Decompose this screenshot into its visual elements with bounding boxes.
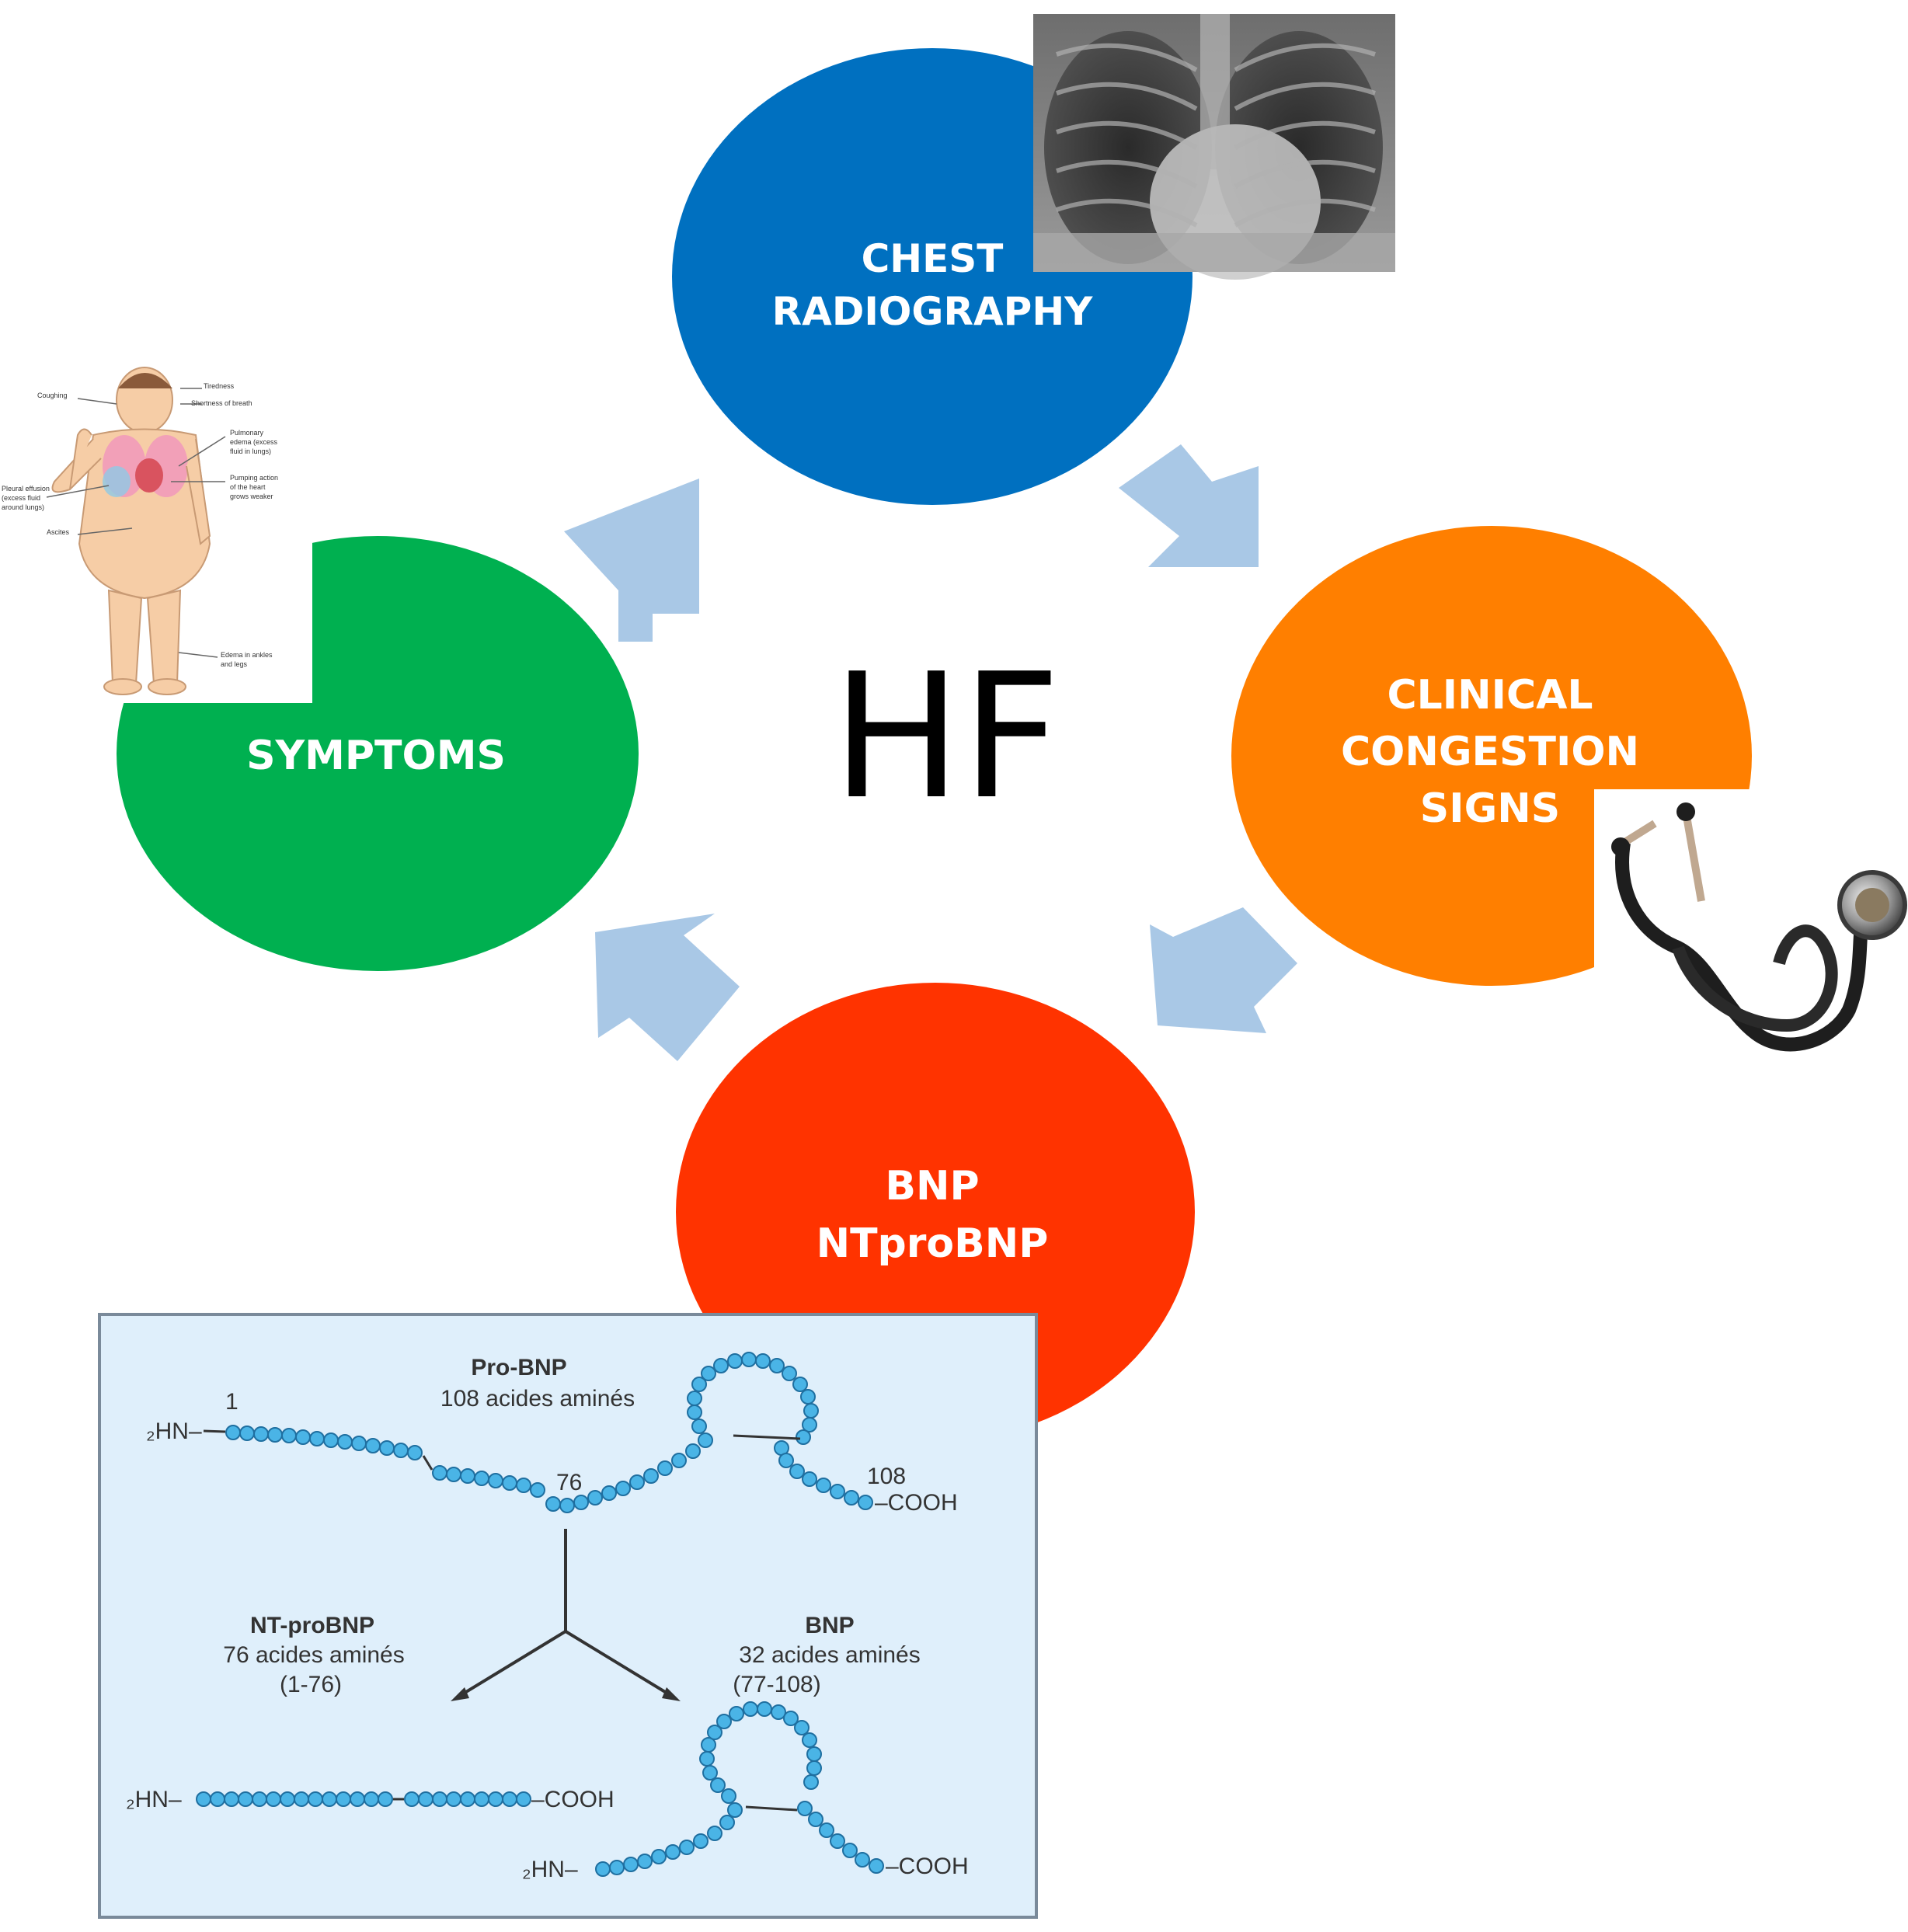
pro-n-terminal: ₂HN–	[146, 1419, 202, 1444]
clinical-label-line1: CLINICAL	[1387, 672, 1593, 719]
arrow-bnp-to-symptoms	[595, 914, 740, 1061]
bnp-label-line1: BNP	[885, 1163, 979, 1210]
label-tiredness: Tiredness	[204, 382, 235, 390]
label-pumping: Pumping action	[230, 474, 278, 482]
bnp-fragment-sub1: 32 acides aminés	[739, 1642, 920, 1668]
arrow-chest-to-clinical	[1119, 444, 1259, 567]
label-legs: and legs	[221, 660, 248, 668]
label-edema: edema (excess	[230, 438, 278, 446]
pro-bnp-chain	[225, 1352, 873, 1513]
chest-label-line2: RADIOGRAPHY	[772, 289, 1094, 334]
label-shortness: Shortness of breath	[191, 399, 252, 407]
label-pleural: Pleural effusion	[2, 485, 50, 493]
bnp-c-terminal: –COOH	[886, 1854, 969, 1879]
arrow-symptoms-to-chest	[564, 479, 699, 642]
label-fluid-lungs: fluid in lungs)	[230, 447, 271, 455]
chest-label-line1: CHEST	[862, 236, 1004, 281]
label-excess-fluid: (excess fluid	[2, 494, 40, 502]
bnp-fragment-title: BNP	[805, 1613, 854, 1638]
label-pulmonary: Pulmonary	[230, 429, 264, 437]
clinical-label-line2: CONGESTION	[1341, 729, 1639, 775]
label-weaker: grows weaker	[230, 493, 273, 500]
bnp-structure-panel: Pro-BNP 108 acides aminés 1 76 108 ₂HN– …	[98, 1313, 1038, 1919]
nt-probnp-title: NT-proBNP	[250, 1613, 374, 1638]
symptoms-label: SYMPTOMS	[246, 733, 506, 779]
nt-probnp-sub1: 76 acides aminés	[223, 1642, 404, 1668]
pro-bnp-title: Pro-BNP	[471, 1355, 566, 1380]
residue-108-label: 108	[867, 1464, 906, 1489]
stethoscope-image	[1594, 789, 1908, 1069]
bnp-fragment-sub2: (77-108)	[733, 1672, 820, 1697]
chest-xray-image	[1033, 14, 1395, 280]
residue-1-label: 1	[225, 1389, 238, 1415]
nt-c-terminal: –COOH	[531, 1787, 615, 1812]
label-coughing: Coughing	[37, 392, 68, 399]
clinical-label-line3: SIGNS	[1420, 785, 1560, 832]
pro-bnp-subtitle: 108 acides aminés	[440, 1386, 635, 1412]
bnp-n-terminal: ₂HN–	[522, 1857, 578, 1882]
label-ascites: Ascites	[47, 528, 70, 536]
label-around-lungs: around lungs)	[2, 503, 44, 511]
pro-c-terminal: –COOH	[875, 1490, 958, 1516]
bnp-chain	[595, 1701, 884, 1877]
label-ankle-edema: Edema in ankles	[221, 651, 273, 659]
arrow-clinical-to-bnp	[1150, 907, 1297, 1033]
nt-probnp-chain	[196, 1791, 531, 1807]
center-hf-label: HF	[832, 637, 1061, 837]
body-figure-image: Coughing Tiredness Shortness of breath P…	[0, 357, 312, 703]
nt-n-terminal: ₂HN–	[126, 1787, 182, 1812]
residue-76-label: 76	[556, 1470, 582, 1495]
label-heart: of the heart	[230, 483, 266, 491]
cleavage-arrows	[457, 1529, 674, 1698]
nt-probnp-sub2: (1-76)	[280, 1672, 342, 1697]
bnp-label-line2: NTproBNP	[816, 1220, 1049, 1267]
